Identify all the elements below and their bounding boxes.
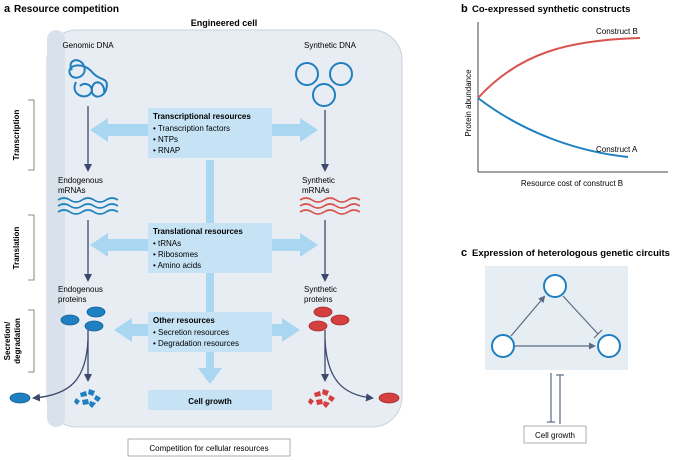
synthetic-mrnas-label: mRNAs bbox=[302, 186, 330, 195]
flow-arrows bbox=[32, 106, 374, 402]
construct-a-line bbox=[477, 97, 629, 158]
transcriptional-item: • Transcription factors bbox=[153, 124, 230, 133]
transcriptional-item: • NTPs bbox=[153, 135, 178, 144]
circuit-node-right bbox=[597, 334, 621, 358]
chart-ylabel: Protein abundance bbox=[464, 69, 473, 137]
circuit-edges bbox=[510, 295, 603, 350]
genomic-dna-icon bbox=[68, 59, 108, 98]
translation-arrow-left bbox=[90, 233, 148, 257]
synthetic-mrnas-label: Synthetic bbox=[302, 176, 335, 185]
transcriptional-resources-box bbox=[148, 108, 272, 158]
translational-item: • Ribosomes bbox=[153, 250, 198, 259]
panel-c-cell-growth-box bbox=[523, 425, 587, 444]
synth-secretion-arrow bbox=[324, 339, 374, 402]
endogenous-proteins-label: Endogenous bbox=[58, 285, 103, 294]
synthetic-proteins-icon bbox=[308, 306, 350, 332]
endogenous-proteins-label: proteins bbox=[58, 295, 86, 304]
chart-xlabel: Resource cost of construct B bbox=[521, 179, 623, 188]
other-item: • Secretion resources bbox=[153, 328, 229, 337]
panel-b-letter: b bbox=[461, 3, 468, 15]
translational-resources-box bbox=[148, 223, 272, 273]
synthetic-proteins-label: proteins bbox=[304, 295, 332, 304]
resource-arrows bbox=[90, 118, 318, 342]
edge-top-to-right-bar bbox=[593, 329, 603, 339]
transcriptional-item: • RNAP bbox=[153, 146, 180, 155]
circuit-node-top bbox=[543, 274, 567, 298]
translational-title: Translational resources bbox=[153, 227, 243, 236]
synthetic-dna-icon bbox=[295, 62, 353, 107]
other-arrow-left bbox=[114, 318, 148, 342]
cell-growth-label: Cell growth bbox=[188, 397, 232, 406]
panel-a-letter: a bbox=[4, 3, 11, 15]
panel-b-title: Co-expressed synthetic constructs bbox=[472, 4, 630, 15]
edge-top-to-right bbox=[562, 295, 599, 335]
synthetic-mrna-waves bbox=[299, 197, 361, 215]
transcriptional-title: Transcriptional resources bbox=[153, 112, 251, 121]
degraded-synthetic-fragments-icon bbox=[308, 389, 335, 408]
panel-c-letter: c bbox=[461, 247, 467, 259]
stage-secretion-label: Secretion/ bbox=[3, 321, 12, 360]
genomic-dna-label: Genomic DNA bbox=[62, 41, 114, 50]
caption-box bbox=[127, 438, 291, 457]
translation-arrow-right bbox=[272, 233, 318, 257]
panel-c-title: Expression of heterologous genetic circu… bbox=[472, 248, 670, 259]
other-resources-box bbox=[148, 312, 272, 352]
transcription-arrow-right bbox=[272, 118, 318, 142]
other-item: • Degradation resources bbox=[153, 339, 239, 348]
panel-a-title: Resource competition bbox=[14, 4, 119, 15]
circuit-nodes bbox=[491, 274, 621, 358]
synthetic-dna-label: Synthetic DNA bbox=[304, 41, 357, 50]
cell-growth-box bbox=[148, 390, 272, 410]
cell-title: Engineered cell bbox=[191, 18, 258, 28]
spine-arrowhead bbox=[198, 368, 222, 384]
secreted-synthetic-protein-icon bbox=[378, 392, 400, 404]
stage-secretion-label: degradation bbox=[13, 318, 22, 364]
caption-text: Competition for cellular resources bbox=[149, 444, 268, 453]
endogenous-mrnas-label: Endogenous bbox=[58, 176, 103, 185]
panel-c-cell-growth-label: Cell growth bbox=[535, 431, 575, 440]
construct-a-label: Construct A bbox=[596, 145, 638, 154]
cell-membrane-shade bbox=[47, 30, 65, 427]
stage-translation-label: Translation bbox=[12, 227, 21, 270]
other-arrow-right bbox=[272, 318, 300, 342]
construct-b-label: Construct B bbox=[596, 27, 638, 36]
stage-transcription-label: Transcription bbox=[12, 110, 21, 161]
other-title: Other resources bbox=[153, 316, 215, 325]
transcription-arrow-left bbox=[90, 118, 148, 142]
degraded-endogenous-fragments-icon bbox=[74, 389, 101, 408]
translational-item: • tRNAs bbox=[153, 239, 181, 248]
stage-brackets bbox=[28, 99, 35, 373]
endo-secretion-arrow bbox=[32, 339, 89, 402]
endogenous-proteins-icon bbox=[60, 306, 106, 332]
edge-left-to-top bbox=[510, 295, 546, 337]
synthetic-proteins-label: Synthetic bbox=[304, 285, 337, 294]
endogenous-mrnas-label: mRNAs bbox=[58, 186, 86, 195]
growth-repression-arrows bbox=[547, 373, 564, 424]
translational-item: • Amino acids bbox=[153, 261, 201, 270]
endogenous-mrna-waves bbox=[57, 197, 119, 215]
construct-b-line bbox=[477, 37, 641, 99]
secreted-endogenous-protein-icon bbox=[9, 392, 31, 404]
circuit-node-left bbox=[491, 334, 515, 358]
